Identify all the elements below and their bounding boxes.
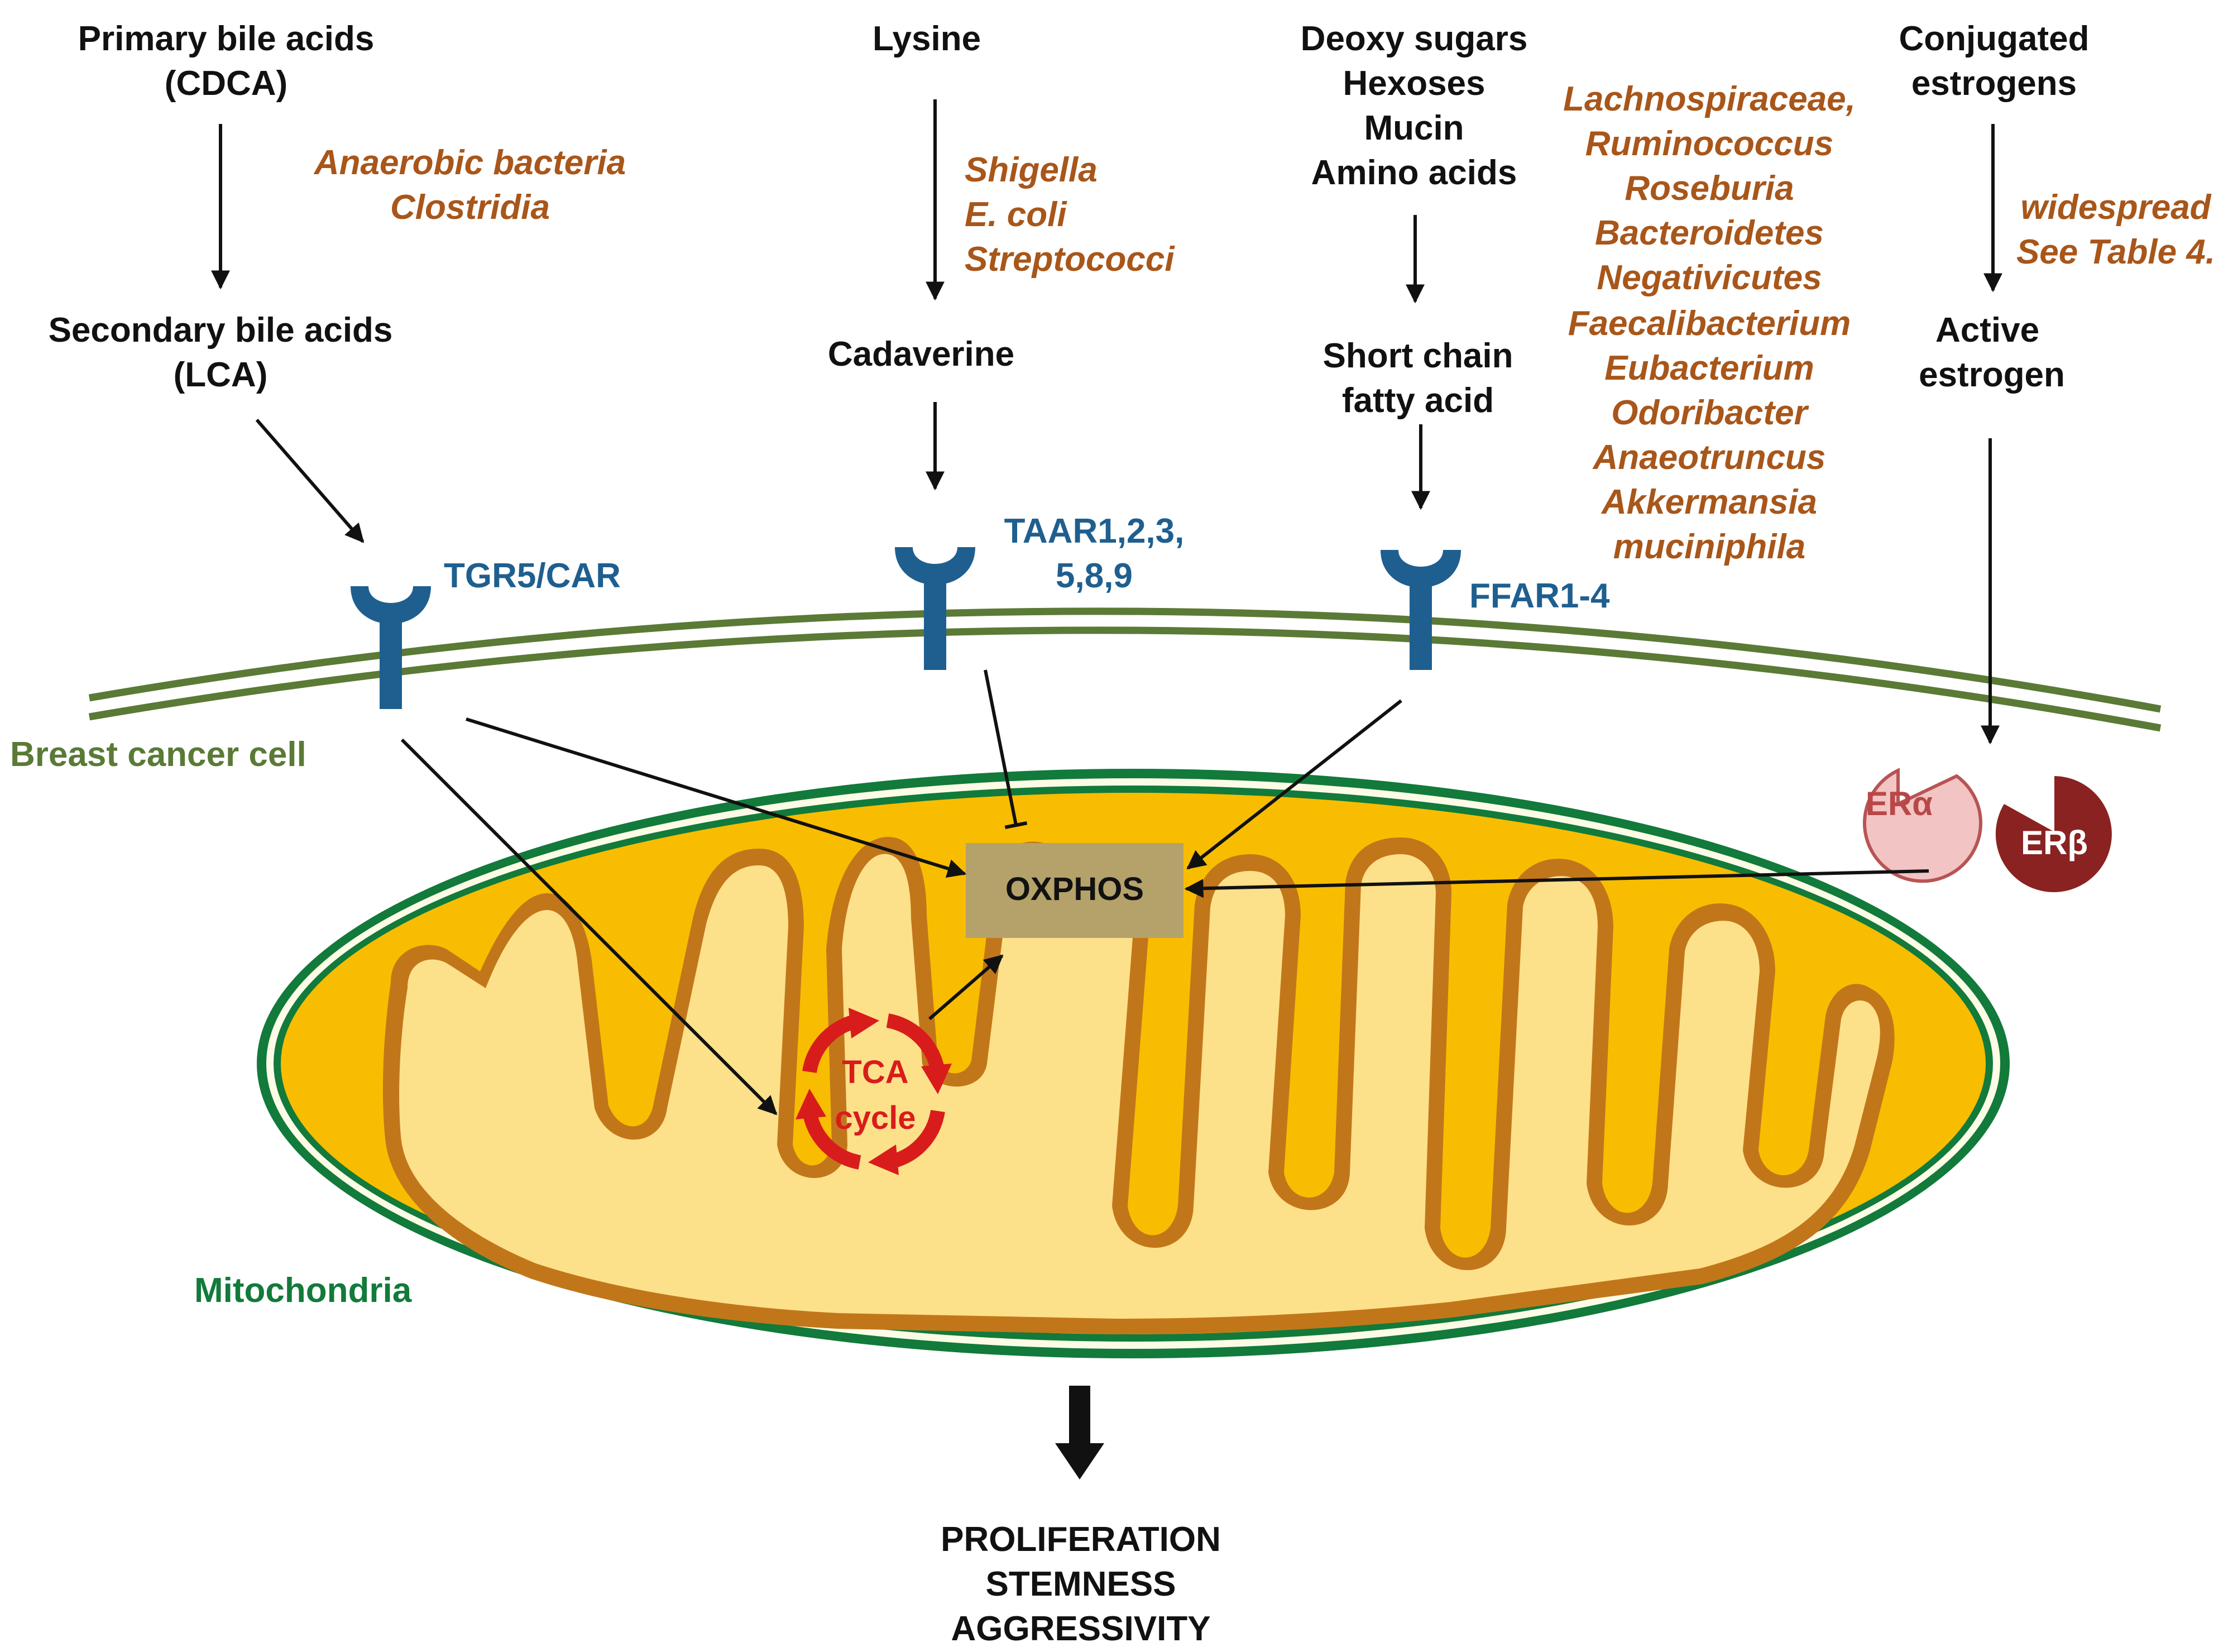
- ffar-receptor: [1381, 550, 1461, 670]
- active-estrogen-1: Active: [1935, 311, 2039, 349]
- cdca-line-2: (CDCA): [165, 64, 287, 103]
- oxphos-box: OXPHOS: [966, 843, 1183, 938]
- active-estrogen-2: estrogen: [1919, 356, 2065, 394]
- tgr5-receptor: [351, 586, 431, 709]
- scfa-bacteria-5: Negativicutes: [1597, 258, 1822, 297]
- estrogen-bacteria-1: widespread: [2020, 188, 2211, 227]
- bile-acid-pathway-text: Primary bile acids (CDCA) Anaerobic bact…: [49, 20, 626, 595]
- tca-arrowhead-4: [796, 1089, 826, 1119]
- outcomes: PROLIFERATION STEMNESS AGGRESSIVITY: [941, 1520, 1221, 1648]
- tca-cycle: TCA cycle: [796, 1008, 952, 1175]
- lysine-pathway-text: Lysine Shigella E. coli Streptococci Cad…: [828, 20, 1185, 595]
- tca-label-line-2: cycle: [835, 1100, 916, 1136]
- bile-bacteria-2: Clostridia: [390, 188, 550, 227]
- scfa-bacteria-10: Akkermansia: [1601, 483, 1817, 521]
- tca-arrowhead-3: [868, 1145, 899, 1175]
- cadaverine-label: Cadaverine: [828, 335, 1014, 374]
- scfa-bacteria-9: Anaeotruncus: [1592, 438, 1826, 477]
- taar-label-1: TAAR1,2,3,: [1004, 512, 1185, 550]
- scfa-bacteria-6: Faecalibacterium: [1568, 304, 1851, 343]
- breast-cancer-cell-label: Breast cancer cell: [10, 735, 306, 774]
- lysine-bacteria-1: Shigella: [965, 151, 1098, 189]
- scfa-bacteria-11: muciniphila: [1613, 528, 1805, 566]
- pathway-arrows: [211, 99, 2002, 1115]
- scfa-source-4: Amino acids: [1311, 154, 1517, 192]
- cell-membrane: [88, 607, 2162, 732]
- arrow-tca-to-oxphos: [928, 954, 1004, 1021]
- conjugated-estrogens-1: Conjugated: [1899, 20, 2090, 58]
- oxphos-label: OXPHOS: [1005, 871, 1144, 907]
- inhibition-taar-to-oxphos: [984, 669, 1028, 830]
- scfa-bacteria-4: Bacteroidetes: [1595, 214, 1824, 252]
- inner-membrane-cristae: [382, 837, 1895, 1334]
- ffar-label: FFAR1-4: [1469, 577, 1610, 615]
- scfa-bacteria-list: Lachnospiraceae, Ruminococcus Roseburia …: [1563, 80, 1856, 566]
- tca-label-line-1: TCA: [842, 1054, 908, 1090]
- scfa-source-3: Mucin: [1364, 109, 1464, 147]
- arrow-tgr5-to-oxphos: [466, 717, 967, 878]
- lysine-bacteria-3: Streptococci: [965, 240, 1175, 279]
- outcome-proliferation: PROLIFERATION: [941, 1520, 1221, 1559]
- mitochondria: [257, 769, 2010, 1358]
- arrow-ffar-to-oxphos: [1186, 699, 1402, 870]
- output-arrow: [1055, 1386, 1104, 1479]
- outcome-aggressivity: AGGRESSIVITY: [951, 1610, 1210, 1648]
- arrow-er-to-oxphos: [1184, 869, 1929, 898]
- er-beta-label: ERβ: [2021, 824, 2088, 861]
- tca-arrowhead-2: [921, 1064, 952, 1094]
- taar-receptor: [895, 547, 975, 670]
- scfa-source-2: Hexoses: [1343, 64, 1485, 103]
- er-alpha: ERα: [1863, 768, 1982, 883]
- lca-line-2: (LCA): [174, 356, 268, 394]
- scfa-pathway-text: Deoxy sugars Hexoses Mucin Amino acids S…: [1301, 20, 1856, 615]
- mitochondria-label: Mitochondria: [194, 1271, 412, 1310]
- cdca-line-1: Primary bile acids: [78, 20, 375, 58]
- lysine-label: Lysine: [873, 20, 981, 58]
- taar-label-2: 5,8,9: [1056, 557, 1133, 595]
- lca-line-1: Secondary bile acids: [49, 311, 393, 349]
- tgr5-label: TGR5/CAR: [444, 557, 621, 595]
- scfa-bacteria-2: Ruminococcus: [1585, 125, 1833, 163]
- tca-arrowhead-1: [849, 1008, 879, 1038]
- bile-bacteria-1: Anaerobic bacteria: [313, 143, 626, 182]
- scfa-product-2: fatty acid: [1342, 381, 1494, 420]
- scfa-bacteria-7: Eubacterium: [1604, 349, 1814, 387]
- lysine-bacteria-2: E. coli: [965, 195, 1067, 234]
- scfa-bacteria-1: Lachnospiraceae,: [1563, 80, 1856, 118]
- scfa-bacteria-3: Roseburia: [1625, 169, 1794, 208]
- scfa-product-1: Short chain: [1322, 337, 1513, 375]
- scfa-bacteria-8: Odoribacter: [1611, 394, 1809, 432]
- scfa-source-1: Deoxy sugars: [1301, 20, 1528, 58]
- er-alpha-label: ERα: [1866, 785, 1933, 822]
- estrogen-bacteria-2: See Table 4.: [2016, 233, 2215, 271]
- er-beta: ERβ: [1995, 776, 2112, 892]
- conjugated-estrogens-2: estrogens: [1911, 64, 2077, 103]
- arrow-tgr5-to-tca: [400, 738, 778, 1115]
- estrogen-pathway-text: Conjugated estrogens widespread See Tabl…: [1899, 20, 2216, 394]
- arrow-lca-to-tgr5: [255, 419, 365, 543]
- outcome-stemness: STEMNESS: [985, 1565, 1176, 1603]
